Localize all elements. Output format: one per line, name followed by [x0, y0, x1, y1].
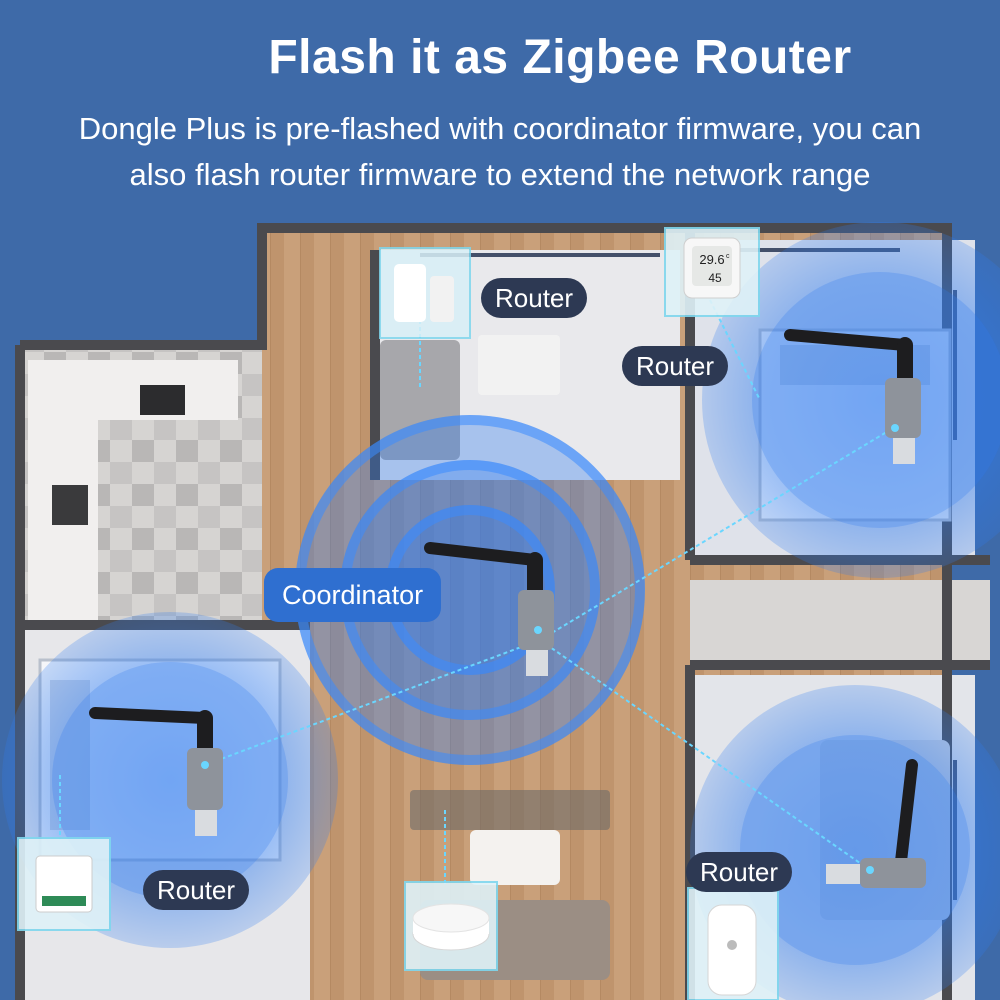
subtitle-line-1: Dongle Plus is pre-flashed with coordina… — [78, 111, 922, 146]
router-dongle-left — [89, 707, 223, 836]
coordinator-badge: Coordinator — [264, 568, 442, 622]
page-subtitle: Dongle Plus is pre-flashed with coordina… — [0, 106, 1000, 198]
thermometer-temperature: 29.6 — [699, 252, 724, 267]
wall-switch-card — [17, 837, 111, 931]
door-sensor-card — [379, 247, 471, 339]
thermometer-card: 29.6 c 45 — [664, 227, 760, 317]
thermometer-unit: c — [726, 253, 730, 260]
thermometer-humidity: 45 — [708, 271, 722, 285]
router-badge-bedroom-left: Router — [143, 870, 250, 910]
subtitle-line-2: also flash router firmware to extend the… — [129, 157, 871, 192]
motion-sensor-card — [687, 887, 779, 1000]
page-title: Flash it as Zigbee Router — [268, 31, 852, 84]
router-badge-bedroom-top: Router — [622, 346, 729, 386]
router-badge-living-room: Router — [481, 278, 588, 318]
router-dongle-bottom-right — [826, 759, 926, 888]
hub-card — [404, 881, 498, 971]
router-badge-bottom-right: Router — [686, 852, 793, 892]
router-dongle-top — [784, 329, 921, 464]
coordinator-dongle — [424, 542, 554, 676]
